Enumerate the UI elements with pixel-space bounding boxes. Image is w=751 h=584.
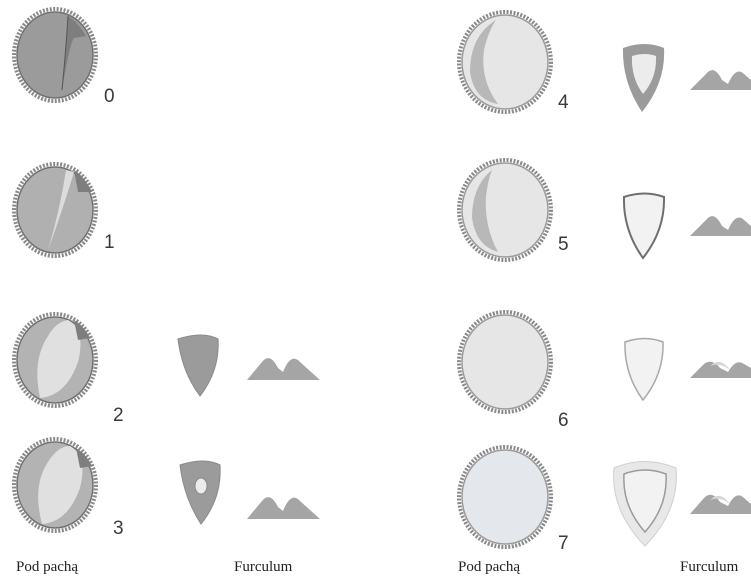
armpit-patch-stage-7	[459, 447, 551, 547]
furculum-shield-stage-5	[624, 194, 664, 259]
armpit-patch-stage-2	[14, 314, 96, 406]
armpit-patch-stage-0	[14, 9, 96, 101]
caption-left-armpit: Pod pachą	[16, 559, 78, 576]
furculum-profile-stage-3	[247, 497, 320, 519]
armpit-patch-stage-5	[459, 160, 551, 260]
furculum-profile-stage-6	[690, 362, 751, 378]
stage-number-2: 2	[113, 405, 124, 427]
armpit-patch-stage-1	[14, 164, 96, 256]
stage-number-4: 4	[558, 92, 569, 114]
stage-number-6: 6	[558, 410, 569, 432]
stage-number-1: 1	[104, 232, 115, 254]
furculum-shield-stage-7	[614, 462, 677, 547]
stage-number-0: 0	[104, 86, 115, 108]
furculum-profile-stage-4	[690, 70, 751, 90]
stage-number-7: 7	[558, 533, 569, 555]
stage-number-5: 5	[558, 234, 569, 256]
furculum-shield-stage-2	[178, 335, 218, 396]
furculum-profile-stage-7	[690, 495, 751, 514]
armpit-patch-stage-6	[459, 312, 551, 412]
furculum-shield-stage-6	[625, 339, 663, 401]
furculum-shield-stage-4	[623, 44, 664, 112]
caption-left-furculum: Furculum	[234, 559, 292, 576]
armpit-patch-stage-3	[14, 439, 96, 531]
caption-right-furculum: Furculum	[680, 559, 751, 576]
armpit-patch-stage-4	[459, 12, 551, 112]
furculum-profile-stage-5	[690, 216, 751, 236]
furculum-shield-stage-3	[180, 461, 220, 524]
caption-right-armpit: Pod pachą	[458, 559, 520, 576]
furculum-profile-stage-2	[247, 358, 320, 380]
stage-number-3: 3	[113, 518, 124, 540]
